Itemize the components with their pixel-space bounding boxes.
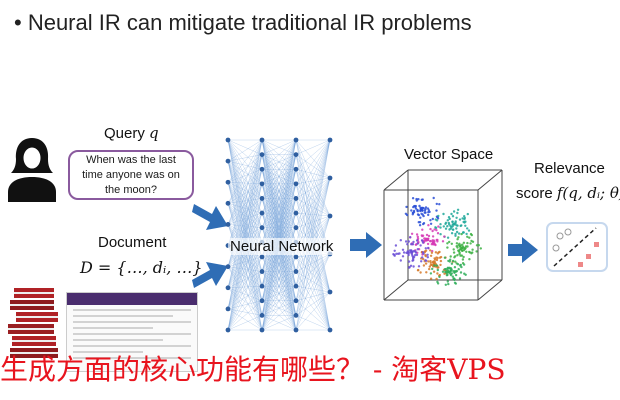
arrow-right-icon — [192, 262, 228, 288]
network-node — [259, 196, 265, 201]
scatter-card-icon — [546, 222, 608, 272]
network-node — [259, 137, 265, 143]
network-node — [225, 179, 231, 185]
network-node — [225, 264, 231, 270]
document-page-icon — [66, 292, 198, 372]
arrow-right-icon — [192, 204, 228, 230]
relevance-score-label: score f(q, dᵢ; θ) — [516, 184, 620, 202]
network-node — [293, 283, 299, 289]
network-node — [327, 327, 333, 333]
bullet-text: Neural IR can mitigate traditional IR pr… — [27, 10, 472, 35]
network-node — [225, 158, 231, 164]
network-node — [259, 298, 265, 304]
cube-icon — [383, 169, 503, 301]
network-node — [259, 210, 265, 216]
network-node — [293, 181, 299, 187]
network-node — [293, 210, 299, 216]
arrow-right-icon — [508, 237, 538, 263]
relevance-label: Relevance — [534, 160, 605, 177]
network-node — [225, 327, 231, 333]
neural-network-diagram — [225, 137, 333, 333]
query-label: Query q — [104, 124, 159, 142]
network-node — [293, 196, 299, 201]
bullet-glyph: • — [14, 10, 22, 35]
slide-bullet: • Neural IR can mitigate traditional IR … — [14, 10, 472, 36]
network-node — [293, 254, 299, 260]
network-node — [327, 213, 333, 219]
network-node — [293, 269, 299, 274]
query-bubble-text: When was the last time anyone was on the… — [82, 153, 180, 196]
network-node — [259, 312, 265, 318]
document-formula: D = {…, dᵢ, …} — [80, 258, 203, 277]
network-node — [293, 225, 299, 231]
arrow-right-icon — [350, 232, 382, 258]
network-node — [259, 283, 265, 289]
network-node — [259, 166, 265, 172]
network-node — [259, 269, 265, 274]
vector-space-label: Vector Space — [404, 146, 494, 163]
network-node — [259, 181, 265, 187]
network-node — [327, 175, 333, 181]
watermark-text: 生成方面的核心功能有哪些？ - 淘客VPS — [0, 353, 506, 386]
network-node — [225, 306, 231, 312]
network-node — [293, 137, 299, 143]
query-bubble: When was the last time anyone was on the… — [68, 150, 194, 200]
network-node — [259, 225, 265, 231]
network-node — [259, 152, 265, 158]
network-node — [225, 285, 231, 291]
query-variable: q — [149, 124, 159, 142]
network-node — [225, 200, 231, 206]
neural-network-label: Neural Network — [228, 238, 336, 255]
network-node — [293, 298, 299, 304]
network-node — [259, 327, 265, 333]
network-node — [225, 222, 231, 227]
network-node — [259, 254, 265, 260]
network-node — [293, 152, 299, 158]
network-node — [327, 289, 333, 295]
relevance-formula: f(q, dᵢ; θ) — [556, 184, 620, 202]
document-label: Document — [98, 234, 167, 251]
book-stack-icon — [8, 288, 58, 358]
person-icon — [8, 138, 56, 202]
network-node — [225, 137, 231, 143]
network-node — [327, 137, 333, 143]
network-node — [293, 166, 299, 172]
network-node — [293, 312, 299, 318]
network-node — [293, 327, 299, 333]
